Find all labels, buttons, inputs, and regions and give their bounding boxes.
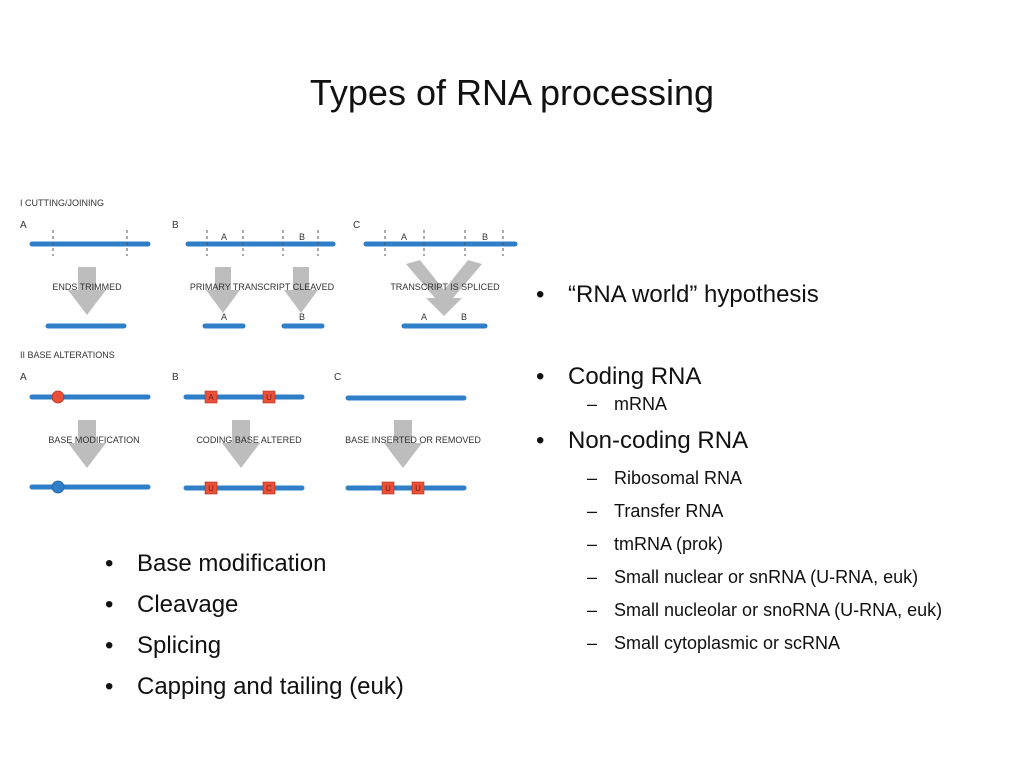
base-c-label: C bbox=[266, 484, 272, 493]
base-a-label: A bbox=[208, 393, 214, 402]
base-u-label: U bbox=[266, 393, 272, 402]
segment-b-label: B bbox=[299, 232, 305, 242]
panel-1a-label: A bbox=[20, 220, 27, 231]
sub-item: tmRNA (prok) bbox=[587, 528, 942, 561]
segment-a-label: A bbox=[221, 312, 227, 322]
base-box-a bbox=[204, 390, 218, 404]
base-box-c bbox=[262, 481, 276, 495]
base-box-u bbox=[381, 481, 395, 495]
splice-arrow-icon bbox=[406, 260, 482, 316]
panel-1b-label: B bbox=[172, 220, 179, 231]
section-base-alterations-label: II BASE ALTERATIONS bbox=[20, 350, 115, 360]
list-item: Base modification bbox=[105, 543, 404, 584]
sub-item: Small nucleolar or snoRNA (U-RNA, euk) bbox=[587, 594, 942, 627]
list-item: Splicing bbox=[105, 625, 404, 666]
down-arrow-icon bbox=[384, 420, 422, 468]
base-u-label: U bbox=[415, 484, 421, 493]
section-cutting-joining-label: I CUTTING/JOINING bbox=[20, 198, 104, 208]
base-u-label: U bbox=[208, 484, 214, 493]
list-item-coding-rna: Coding RNA bbox=[536, 362, 942, 392]
list-item-rna-world: “RNA world” hypothesis bbox=[536, 280, 942, 310]
segment-a-label: A bbox=[421, 312, 427, 322]
base-box-u bbox=[262, 390, 276, 404]
down-arrow-icon bbox=[222, 420, 260, 468]
caption-coding-base-altered: CODING BASE ALTERED bbox=[196, 435, 302, 445]
sub-item: Transfer RNA bbox=[587, 495, 942, 528]
caption-ends-trimmed: ENDS TRIMMED bbox=[52, 282, 122, 292]
modified-base-marker bbox=[51, 390, 65, 404]
base-box-u bbox=[204, 481, 218, 495]
list-item: Capping and tailing (euk) bbox=[105, 666, 404, 707]
panel-2b-label: B bbox=[172, 372, 179, 383]
slide-title: Types of RNA processing bbox=[309, 72, 715, 113]
panel-1c-label: C bbox=[353, 220, 360, 231]
segment-a-label: A bbox=[401, 232, 407, 242]
sub-item: Small cytoplasmic or scRNA bbox=[587, 627, 942, 660]
segment-b-label: B bbox=[299, 312, 305, 322]
panel-2c-label: C bbox=[334, 372, 341, 383]
segment-b-label: B bbox=[461, 312, 467, 322]
list-item: Cleavage bbox=[105, 584, 404, 625]
caption-transcript-spliced: TRANSCRIPT IS SPLICED bbox=[390, 282, 500, 292]
modified-base-marker bbox=[51, 480, 65, 494]
sub-item: Small nuclear or snRNA (U-RNA, euk) bbox=[587, 561, 942, 594]
sub-item: Ribosomal RNA bbox=[587, 462, 942, 495]
down-arrow-icon bbox=[68, 420, 106, 468]
caption-base-inserted-removed: BASE INSERTED OR REMOVED bbox=[345, 435, 481, 445]
base-box-u bbox=[411, 481, 425, 495]
segment-b-label: B bbox=[482, 232, 488, 242]
panel-2a-label: A bbox=[20, 372, 27, 383]
down-arrow-icon bbox=[206, 267, 240, 313]
rna-types-list: “RNA world” hypothesis Coding RNA mRNA N… bbox=[536, 280, 942, 660]
down-arrow-icon bbox=[68, 267, 106, 315]
caption-base-modification: BASE MODIFICATION bbox=[48, 435, 139, 445]
processing-types-list: Base modification Cleavage Splicing Capp… bbox=[105, 543, 404, 707]
list-item-noncoding-rna: Non-coding RNA bbox=[536, 426, 942, 456]
caption-transcript-cleaved: PRIMARY TRANSCRIPT CLEAVED bbox=[190, 282, 335, 292]
segment-a-label: A bbox=[221, 232, 227, 242]
down-arrow-icon bbox=[284, 267, 318, 313]
sub-item-mrna: mRNA bbox=[587, 392, 942, 416]
base-u-label: U bbox=[385, 484, 391, 493]
